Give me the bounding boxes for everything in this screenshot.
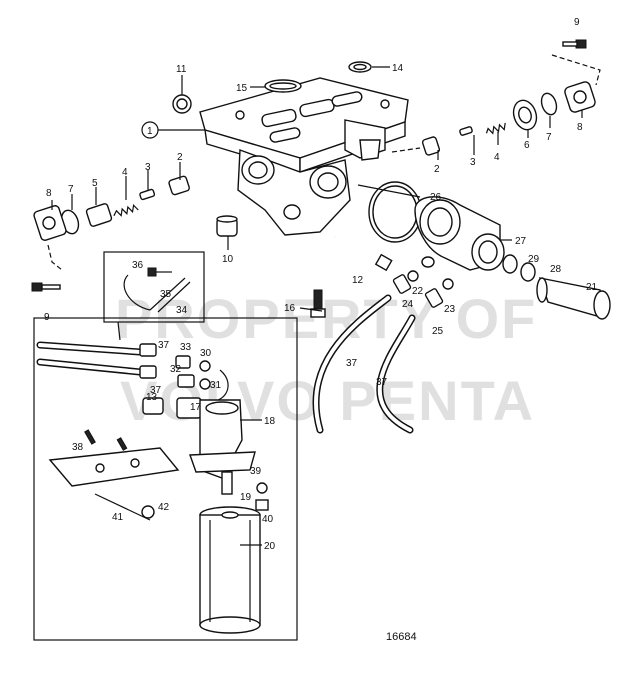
callout-40: 40 (262, 514, 274, 525)
callout-circle (141, 121, 159, 139)
callout-20: 20 (264, 541, 276, 552)
callout-21: 21 (586, 282, 598, 293)
callout-3: 3 (145, 162, 151, 173)
callout-9: 9 (44, 312, 50, 323)
callout-36: 36 (132, 260, 144, 271)
oil-filter (199, 506, 261, 634)
plug (216, 215, 238, 237)
callout-15: 15 (236, 83, 248, 94)
relief-valve-right (421, 81, 596, 156)
nut (256, 482, 268, 494)
callout-37: 37 (150, 385, 162, 396)
callout-31: 31 (210, 380, 222, 391)
callout-19: 19 (240, 492, 252, 503)
callout-38: 38 (72, 442, 84, 453)
callout-5: 5 (92, 178, 98, 189)
hose (312, 294, 416, 434)
callout-4: 4 (122, 167, 128, 178)
mounting-bracket (48, 429, 180, 487)
hoses-to-block (36, 341, 144, 376)
connector-pipe (536, 277, 611, 320)
adapter-housing (414, 196, 505, 271)
nut (141, 505, 155, 519)
bolt (334, 235, 393, 272)
callout-18: 18 (264, 416, 276, 427)
callout-13: 13 (146, 392, 158, 403)
callout-17: 17 (190, 402, 202, 413)
filter-assembly-box (33, 317, 298, 641)
callout-8: 8 (577, 122, 583, 133)
callout-28: 28 (550, 264, 562, 275)
callout-14: 14 (392, 63, 404, 74)
callout-26: 26 (430, 192, 442, 203)
bolt (310, 289, 326, 318)
callout-41: 41 (112, 512, 124, 523)
callout-7: 7 (68, 184, 74, 195)
callout-24: 24 (402, 299, 414, 310)
screw (31, 282, 61, 292)
callout-35: 35 (160, 289, 172, 300)
callout-37: 37 (346, 358, 358, 369)
screw (562, 39, 587, 49)
fitting (392, 270, 419, 294)
callout-11: 11 (176, 64, 187, 75)
callout-6: 6 (524, 140, 530, 151)
callout-25: 25 (432, 326, 444, 337)
callout-39: 39 (250, 466, 262, 477)
callout-32: 32 (170, 364, 182, 375)
fitting (424, 278, 454, 308)
callout-2: 2 (177, 152, 183, 163)
callout-1: 1 (147, 126, 153, 137)
callout-2: 2 (434, 164, 440, 175)
callout-42: 42 (158, 502, 170, 513)
callout-12: 12 (352, 275, 364, 286)
callout-23: 23 (444, 304, 456, 315)
drawing-number: 16684 (386, 631, 417, 643)
callout-37: 37 (158, 340, 170, 351)
leader-lines (51, 66, 583, 546)
washer (502, 254, 518, 274)
oil-filter-housing (199, 77, 409, 236)
inset-detail-box (103, 251, 205, 323)
callout-7: 7 (546, 132, 552, 143)
callout-3: 3 (470, 157, 476, 168)
callout-30: 30 (200, 348, 212, 359)
callout-16: 16 (284, 303, 296, 314)
relief-valve-left (33, 175, 190, 241)
callout-10: 10 (222, 254, 234, 265)
callout-22: 22 (412, 286, 424, 297)
callout-29: 29 (528, 254, 540, 265)
callout-9: 9 (574, 17, 580, 28)
callout-4: 4 (494, 152, 500, 163)
callout-34: 34 (176, 305, 188, 316)
filter-bracket (189, 399, 256, 495)
nut (255, 499, 269, 511)
callout-8: 8 (46, 188, 52, 199)
washer (520, 262, 536, 282)
callout-33: 33 (180, 342, 192, 353)
callout-37: 37 (376, 377, 388, 388)
fittings (139, 343, 211, 419)
callout-27: 27 (515, 236, 527, 247)
